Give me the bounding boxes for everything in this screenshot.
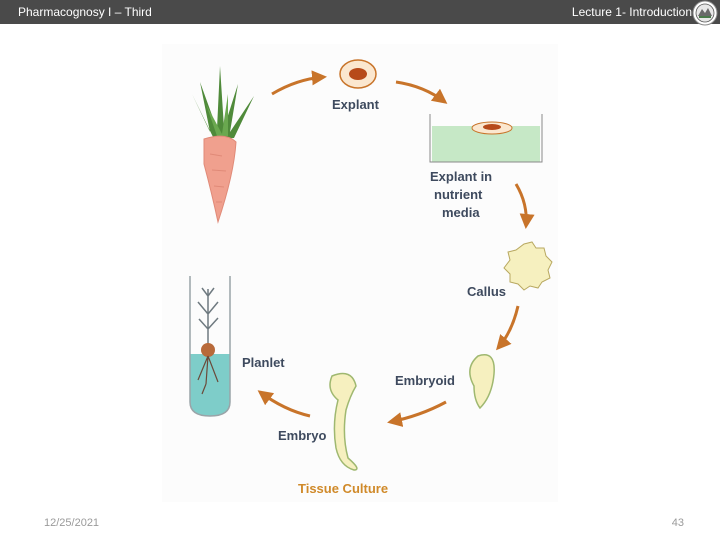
tissue-culture-diagram: Explant Explant in nutrient media Callus… bbox=[162, 44, 558, 502]
embryoid-illustration bbox=[470, 355, 494, 408]
label-explant-media-line1: Explant in bbox=[430, 169, 492, 184]
label-explant: Explant bbox=[332, 97, 380, 112]
embryo-illustration bbox=[330, 374, 357, 470]
slide-date: 12/25/2021 bbox=[44, 517, 99, 529]
planlet-test-tube bbox=[190, 276, 230, 416]
slide-page-number: 43 bbox=[672, 517, 684, 529]
arrow-explant-to-media bbox=[396, 82, 445, 102]
arrow-carrot-to-explant bbox=[272, 77, 324, 94]
arrow-embryoid-to-embryo bbox=[390, 402, 446, 422]
course-title: Pharmacognosy I – Third bbox=[18, 5, 152, 19]
explant-illustration bbox=[340, 60, 376, 88]
callus-illustration bbox=[504, 242, 552, 290]
lecture-title: Lecture 1- Introduction bbox=[572, 5, 692, 19]
nutrient-media-dish bbox=[430, 114, 542, 162]
label-embryoid: Embryoid bbox=[395, 373, 455, 388]
diagram-caption: Tissue Culture bbox=[298, 481, 388, 496]
header-bar: Pharmacognosy I – Third Lecture 1- Intro… bbox=[0, 0, 720, 24]
label-explant-media-line2: nutrient bbox=[434, 187, 483, 202]
carrot-illustration bbox=[192, 66, 254, 222]
university-logo-icon bbox=[692, 0, 718, 26]
arrow-embryo-to-planlet bbox=[260, 392, 310, 416]
arrow-callus-to-embryoid bbox=[498, 306, 518, 348]
label-callus: Callus bbox=[467, 284, 506, 299]
label-explant-media-line3: media bbox=[442, 205, 480, 220]
tissue-culture-figure: Explant Explant in nutrient media Callus… bbox=[162, 44, 558, 502]
label-embryo: Embryo bbox=[278, 428, 326, 443]
label-planlet: Planlet bbox=[242, 355, 285, 370]
arrow-media-to-callus bbox=[516, 184, 526, 226]
